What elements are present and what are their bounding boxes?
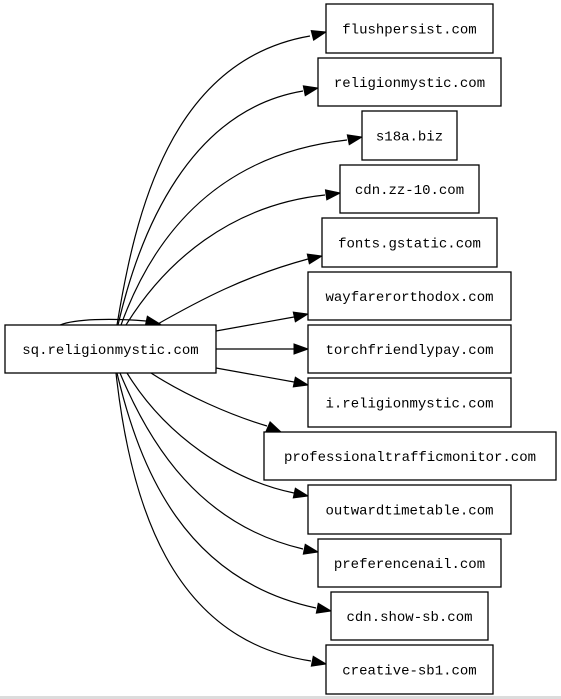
node-flushpersist-com[interactable]: flushpersist.com <box>325 3 494 54</box>
arrowhead-icon <box>292 311 310 323</box>
node-box <box>325 3 494 54</box>
edge-layer <box>59 29 364 667</box>
arrowhead-icon <box>292 376 310 388</box>
node-creative-sb1-com[interactable]: creative-sb1.com <box>325 644 494 695</box>
node-box <box>307 324 512 374</box>
node-label: s18a.biz <box>376 130 443 146</box>
node-box <box>307 377 512 428</box>
node-label: religionmystic.com <box>334 76 485 92</box>
edge-line <box>116 372 317 609</box>
node-box <box>4 324 217 374</box>
edge-line <box>119 372 304 550</box>
node-professionaltrafficmonitor-com[interactable]: professionaltrafficmonitor.com <box>263 431 557 481</box>
arrowhead-icon <box>310 655 328 667</box>
edge-sq-religionmystic-com-to-flushpersist-com <box>116 29 328 326</box>
bottom-divider <box>0 696 561 699</box>
node-box <box>325 644 494 695</box>
edge-line <box>150 372 268 427</box>
edge-sq-religionmystic-com-to-preferencenail-com <box>119 372 320 555</box>
edge-sq-religionmystic-com-to-torchfriendlypay-com <box>216 343 310 355</box>
edge-line <box>155 258 309 326</box>
edge-line <box>215 316 295 332</box>
arrowhead-icon <box>346 134 364 146</box>
edge-sq-religionmystic-com-to-s18a-biz <box>120 134 364 326</box>
arrowhead-icon <box>306 253 324 265</box>
node-label: professionaltrafficmonitor.com <box>284 450 536 466</box>
edge-sq-religionmystic-com-to-religionmystic-com <box>117 85 320 326</box>
node-box <box>317 538 502 588</box>
node-wayfarerorthodox-com[interactable]: wayfarerorthodox.com <box>307 271 512 321</box>
arrowhead-icon <box>302 543 320 555</box>
edge-sq-religionmystic-com-to-outwardtimetable-com <box>126 372 310 499</box>
arrowhead-icon <box>302 85 320 97</box>
node-label: creative-sb1.com <box>342 664 476 680</box>
edge-sq-religionmystic-com-to-cdn-show-sb-com <box>116 372 333 614</box>
node-religionmystic-com[interactable]: religionmystic.com <box>317 57 502 107</box>
node-box <box>263 431 557 481</box>
edge-sq-religionmystic-com-to-creative-sb1-com <box>115 372 328 667</box>
node-label: outwardtimetable.com <box>325 504 493 520</box>
edge-line <box>59 318 147 326</box>
node-torchfriendlypay-com[interactable]: torchfriendlypay.com <box>307 324 512 374</box>
edge-sq-religionmystic-com-to-fonts-gstatic-com <box>155 253 324 326</box>
node-box <box>307 271 512 321</box>
arrowhead-icon <box>324 189 342 201</box>
node-preferencenail-com[interactable]: preferencenail.com <box>317 538 502 588</box>
node-label: fonts.gstatic.com <box>338 237 481 253</box>
node-label: sq.religionmystic.com <box>22 343 198 359</box>
edge-sq-religionmystic-com-to-cdn-zz-10-com <box>125 189 342 326</box>
arrowhead-icon <box>315 602 333 614</box>
edge-sq-religionmystic-com-to-professionaltrafficmonitor-com <box>150 372 283 433</box>
node-box <box>339 164 480 214</box>
node-label: preferencenail.com <box>334 557 485 573</box>
edge-line <box>125 194 326 326</box>
arrowhead-icon <box>310 29 328 42</box>
edge-line <box>116 35 311 326</box>
node-label: cdn.zz-10.com <box>355 183 464 199</box>
node-label: cdn.show-sb.com <box>346 610 472 626</box>
arrowhead-icon <box>292 487 310 499</box>
edge-line <box>115 372 312 662</box>
node-cdn-zz-10-com[interactable]: cdn.zz-10.com <box>339 164 480 214</box>
node-s18a-biz[interactable]: s18a.biz <box>361 110 458 161</box>
node-box <box>307 484 512 535</box>
node-i-religionmystic-com[interactable]: i.religionmystic.com <box>307 377 512 428</box>
node-label: torchfriendlypay.com <box>325 343 493 359</box>
node-label: flushpersist.com <box>342 23 476 39</box>
edge-sq-religionmystic-com-to-wayfarerorthodox-com <box>215 311 310 332</box>
edge-line <box>215 367 295 383</box>
node-box <box>321 217 498 268</box>
edge-line <box>126 372 295 494</box>
node-cdn-show-sb-com[interactable]: cdn.show-sb.com <box>330 591 489 641</box>
node-box <box>330 591 489 641</box>
node-fonts-gstatic-com[interactable]: fonts.gstatic.com <box>321 217 498 268</box>
node-outwardtimetable-com[interactable]: outwardtimetable.com <box>307 484 512 535</box>
arrowhead-icon <box>265 421 283 433</box>
node-label: i.religionmystic.com <box>325 397 493 413</box>
arrowhead-icon <box>293 343 310 355</box>
node-box <box>317 57 502 107</box>
edge-line <box>117 90 304 326</box>
node-box <box>361 110 458 161</box>
node-layer: sq.religionmystic.com flushpersist.com rel… <box>4 3 557 695</box>
edge-sq-religionmystic-com-to-i-religionmystic-com <box>215 367 310 388</box>
edge-line <box>120 139 348 326</box>
node-source-sq-religionmystic-com[interactable]: sq.religionmystic.com <box>4 324 217 374</box>
node-label: wayfarerorthodox.com <box>325 290 493 306</box>
